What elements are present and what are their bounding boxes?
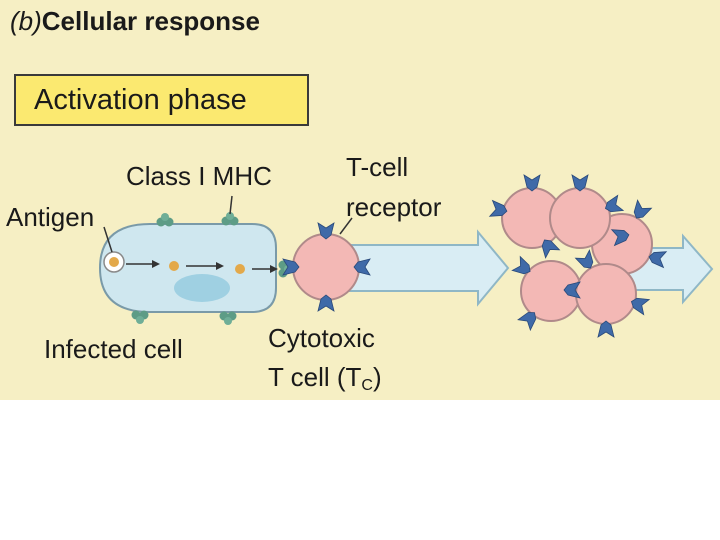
mhc-molecule xyxy=(131,310,149,324)
activation-arrow xyxy=(329,229,510,307)
antigen-core xyxy=(109,257,119,267)
cytotoxic-label-suffix: ) xyxy=(372,362,382,392)
antigen-label: Antigen xyxy=(6,202,95,232)
title-text: Cellular response xyxy=(41,6,260,36)
mhc-leader-line xyxy=(229,195,233,215)
infected-cell xyxy=(98,223,277,313)
phase-label: Activation phase xyxy=(34,84,247,116)
cytotoxic-label-subscript: C xyxy=(361,377,373,394)
proliferated-t-cell xyxy=(575,263,637,325)
processing-arrowhead-3 xyxy=(270,265,278,273)
infected-cell-nucleus xyxy=(174,274,230,302)
activation-diagram xyxy=(98,174,714,338)
t-cell-receptor-label-line2: receptor xyxy=(346,192,442,222)
mhc-molecule xyxy=(219,311,237,325)
cytotoxic-t-cell xyxy=(292,233,360,301)
infected-cell-label: Infected cell xyxy=(44,334,183,364)
antigen-leader-line xyxy=(103,226,113,253)
antigen-fragment-1 xyxy=(169,261,179,271)
figure-title: (b)Cellular response xyxy=(10,6,260,37)
panel-letter: (b) xyxy=(10,6,42,36)
receptor-leader-line xyxy=(339,217,353,235)
antigen-fragment-2 xyxy=(235,264,245,274)
t-cell-receptor-label-line1: T-cell xyxy=(346,152,409,182)
cytotoxic-label-line1: Cytotoxic xyxy=(268,323,375,353)
processing-arrowhead-2 xyxy=(216,262,224,270)
cytotoxic-label-line2: T cell (TC) xyxy=(268,364,382,394)
processing-arrowhead-1 xyxy=(152,260,160,268)
proliferated-t-cell xyxy=(549,187,611,249)
cytotoxic-label-prefix: T cell (T xyxy=(268,362,362,392)
class-i-mhc-label: Class I MHC xyxy=(126,161,272,191)
activation-phase-box: Activation phase xyxy=(14,74,309,126)
